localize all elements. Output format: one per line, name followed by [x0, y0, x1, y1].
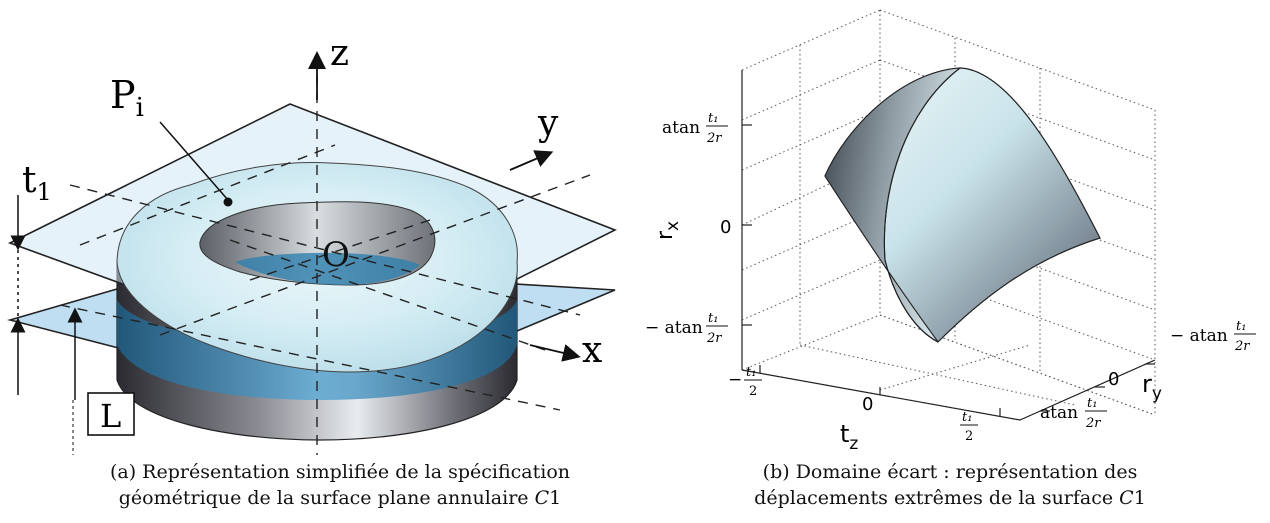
tz-tick-right-den: 2 [965, 429, 973, 444]
caption-a-line1: (a) Représentation simplifiée de la spéc… [109, 461, 570, 483]
surface-label-sub: i [136, 93, 144, 123]
tz-tick-left-num: t₁ [746, 365, 756, 380]
tz-tick-right-num: t₁ [962, 410, 972, 425]
tz-axis-label-sub: z [849, 434, 858, 454]
rx-axis-label-sub: x [663, 221, 683, 231]
tz-tick-zero: 0 [862, 394, 873, 415]
cone-edge [883, 67, 961, 343]
tz-tick-right: t₁ 2 [960, 410, 978, 444]
rx-tick-bottom-num: t₁ [708, 311, 718, 326]
tolerance-label: t1 [22, 160, 52, 206]
ry-tick-bottom: atan t₁ 2r [1040, 396, 1107, 431]
tz-tick-left-den: 2 [749, 384, 757, 399]
rx-tick-top-num: t₁ [708, 111, 718, 126]
tick-marks [742, 124, 1155, 416]
caption-a: (a) Représentation simplifiée de la spéc… [60, 459, 620, 511]
caption-b: (b) Domaine écart : représentation des d… [690, 459, 1210, 511]
caption-a-line2-text: géométrique de la surface plane annulair… [118, 487, 535, 509]
figure-a: z y x O Pi t1 L [6, 33, 617, 455]
ry-axis-label-base: r [1142, 370, 1152, 398]
origin-label: O [322, 235, 350, 275]
axis-lines [741, 70, 1156, 421]
rx-tick-bottom-prefix: − atan [645, 318, 703, 338]
caption-b-line2: déplacements extrêmes de la surface C1 [690, 485, 1210, 511]
axis-x-label: x [582, 330, 602, 371]
ry-tick-top: − atan t₁ 2r [1170, 319, 1256, 354]
ry-tick-bottom-den: 2r [1085, 416, 1101, 431]
rx-tick-top-prefix: atan [662, 118, 700, 138]
tz-axis-label-base: t [840, 420, 849, 448]
caption-b-line2-text: déplacements extrêmes de la surface [754, 487, 1120, 509]
caption-a-line2-italic: C [534, 487, 550, 509]
rx-tick-bottom-den: 2r [706, 331, 722, 346]
axis-z-label: z [330, 33, 349, 74]
caption-b-line2-italic: C [1119, 487, 1134, 509]
tz-axis-label: tz [840, 420, 858, 454]
pi-leader-line [159, 121, 229, 201]
surface-label-base: P [110, 73, 136, 117]
ry-tick-zero: 0 [1108, 369, 1119, 390]
dashed-lines [59, 75, 591, 455]
datum-label: L [100, 397, 121, 435]
rx-axis-label-base: r [653, 230, 678, 240]
ry-tick-top-num: t₁ [1236, 319, 1246, 334]
tolerance-label-base: t [22, 160, 37, 201]
rx-tick-top: atan t₁ 2r [662, 111, 728, 146]
y-axis-arrow [509, 150, 554, 171]
rx-tick-bottom: − atan t₁ 2r [645, 311, 728, 346]
annular-hole-floor [235, 252, 420, 285]
datum-box [87, 392, 135, 436]
caption-a-line2-end: 1 [549, 487, 562, 509]
rx-tick-top-den: 2r [706, 131, 722, 146]
pi-leader-dot [223, 197, 233, 207]
surface-label: Pi [110, 73, 144, 123]
figure-b: atan t₁ 2r 0 − atan t₁ 2r rx − t₁ 2 0 t₁… [645, 9, 1256, 454]
tz-tick-left-prefix: − [728, 370, 742, 390]
tz-tick-left: − t₁ 2 [728, 365, 762, 399]
ry-tick-bottom-num: t₁ [1087, 396, 1097, 411]
ry-tick-bottom-prefix: atan [1040, 403, 1078, 423]
ry-axis-label: ry [1142, 370, 1162, 404]
ry-axis-label-sub: y [1152, 384, 1162, 404]
axis-y-label: y [537, 103, 559, 144]
caption-a-line2: géométrique de la surface plane annulair… [60, 485, 620, 511]
ry-tick-top-prefix: − atan [1170, 326, 1228, 346]
ry-tick-top-den: 2r [1234, 339, 1250, 354]
rx-axis-label: rx [653, 221, 683, 240]
caption-b-line2-end: 1 [1133, 487, 1146, 509]
rx-tick-zero: 0 [720, 217, 731, 238]
tolerance-label-sub: 1 [36, 178, 51, 206]
x-axis-arrow [529, 344, 581, 362]
caption-b-line1: (b) Domaine écart : représentation des [762, 461, 1138, 483]
